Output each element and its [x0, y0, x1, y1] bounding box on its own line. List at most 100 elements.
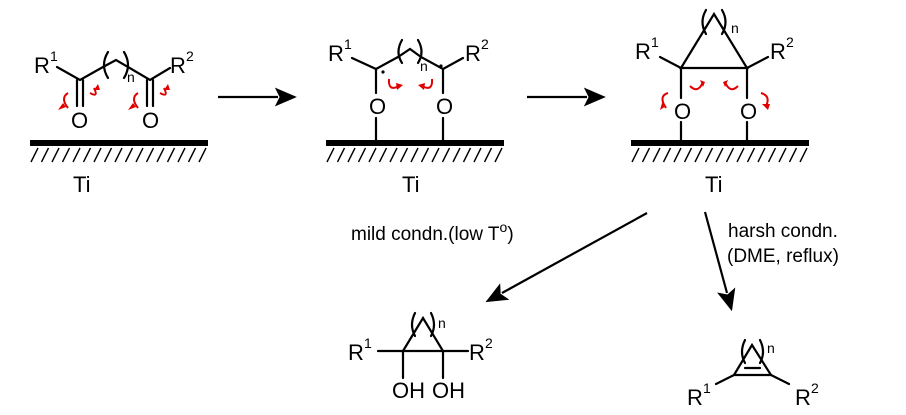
ring-bonds: [679, 11, 749, 70]
hatch-line: [336, 147, 346, 163]
substituent-r1: R: [34, 53, 50, 78]
ring-index-n: n: [767, 340, 775, 356]
r2-superscript: 2: [481, 36, 489, 52]
hatch-line: [788, 147, 798, 163]
ring-index-n: n: [420, 58, 428, 74]
oxygen-atom: O: [674, 99, 691, 124]
product-diol: R 1 R 2 n OH OH: [348, 311, 493, 403]
hatch-line: [378, 147, 388, 163]
substituent-r2: R: [770, 39, 786, 64]
hatch-line: [483, 147, 493, 163]
hatch-line: [494, 147, 503, 163]
hatch-line: [452, 147, 461, 163]
hatch-line: [473, 147, 482, 163]
hatch-line: [124, 147, 134, 163]
r1-superscript: 1: [364, 335, 372, 351]
electron-arrows: [387, 78, 434, 90]
substituent-r2: R: [170, 53, 186, 78]
substituent-r1: R: [687, 385, 703, 410]
hatch-line: [326, 147, 335, 163]
substituent-r1: R: [328, 41, 344, 66]
hatch-line: [30, 147, 39, 163]
hatch-line: [368, 147, 377, 163]
hatch-line: [799, 147, 808, 163]
hatch-line: [673, 147, 682, 163]
electron-arrows: [660, 80, 770, 110]
hatch-line: [40, 147, 50, 163]
r2-superscript: 2: [811, 380, 819, 396]
electron-arrows: [58, 84, 170, 110]
hatch-line: [441, 147, 451, 163]
radical-dot: [439, 64, 443, 68]
hatch-line: [166, 147, 176, 163]
oxygen-atom: O: [71, 108, 88, 133]
oxygen-atom: O: [369, 94, 386, 119]
hatch-line: [93, 147, 102, 163]
reaction-arrow-mild: [485, 212, 648, 303]
substituent-r2: R: [465, 41, 481, 66]
reaction-arrow-harsh: [703, 211, 736, 312]
substituent-r2: R: [795, 385, 811, 410]
r2-superscript: 2: [485, 335, 493, 351]
hatch-line: [114, 147, 123, 163]
titanium-surface: [30, 140, 208, 163]
bracket-right: [122, 50, 130, 80]
hatch-line: [683, 147, 693, 163]
hatch-line: [177, 147, 186, 163]
oxygen-atom: O: [142, 108, 159, 133]
stage-pinacolate: Ti R 1 R 2 n O O: [631, 8, 809, 197]
r1-superscript: 1: [651, 34, 659, 50]
product-alkene: R 1 R 2 n: [687, 338, 819, 410]
bracket-left: [102, 50, 110, 80]
hatch-line: [736, 147, 745, 163]
hydroxyl-group: OH: [392, 378, 425, 403]
harsh-conditions-label-line2: (DME, reflux): [727, 246, 839, 267]
hatch-line: [704, 147, 714, 163]
hatch-line: [198, 147, 207, 163]
ring-index-n: n: [731, 20, 739, 36]
hatch-line: [103, 147, 113, 163]
substituent-r2: R: [469, 340, 485, 365]
hatch-line: [187, 147, 197, 163]
substituent-r1: R: [635, 39, 651, 64]
substituent-r1: R: [348, 340, 364, 365]
ti-label: Ti: [705, 172, 723, 197]
hatch-line: [767, 147, 777, 163]
hatch-line: [725, 147, 735, 163]
hatch-line: [410, 147, 419, 163]
hatch-line: [51, 147, 60, 163]
hatch-line: [420, 147, 430, 163]
hatch-line: [778, 147, 787, 163]
r2-superscript: 2: [186, 48, 194, 64]
hatch-line: [61, 147, 71, 163]
hatch-line: [694, 147, 703, 163]
hatch-line: [156, 147, 165, 163]
oxygen-atom: O: [740, 99, 757, 124]
surface-hatching: [631, 147, 808, 163]
hatch-line: [145, 147, 155, 163]
hatch-line: [82, 147, 92, 163]
hatch-line: [757, 147, 766, 163]
hatch-line: [641, 147, 651, 163]
r1-superscript: 1: [703, 380, 711, 396]
hatch-line: [631, 147, 640, 163]
radical-dot: [381, 70, 385, 74]
hatch-line: [399, 147, 409, 163]
mild-conditions-label: mild condn.(low To): [351, 219, 514, 245]
ring-index-n: n: [438, 315, 446, 331]
hatch-line: [662, 147, 672, 163]
r1-superscript: 1: [344, 36, 352, 52]
stage-diradical: Ti R 1 R 2 n O O: [326, 36, 504, 197]
hydroxyl-group: OH: [432, 378, 465, 403]
carbon-chain: [55, 58, 172, 82]
hatch-line: [462, 147, 472, 163]
hatch-line: [389, 147, 398, 163]
hatch-line: [347, 147, 356, 163]
ti-label: Ti: [73, 172, 91, 197]
stage-diketone: Ti R 1 R 2 n O O: [30, 48, 208, 197]
r2-superscript: 2: [786, 34, 794, 50]
ring-index-n: n: [127, 69, 135, 85]
hatch-line: [715, 147, 724, 163]
surface-hatching: [30, 147, 207, 163]
